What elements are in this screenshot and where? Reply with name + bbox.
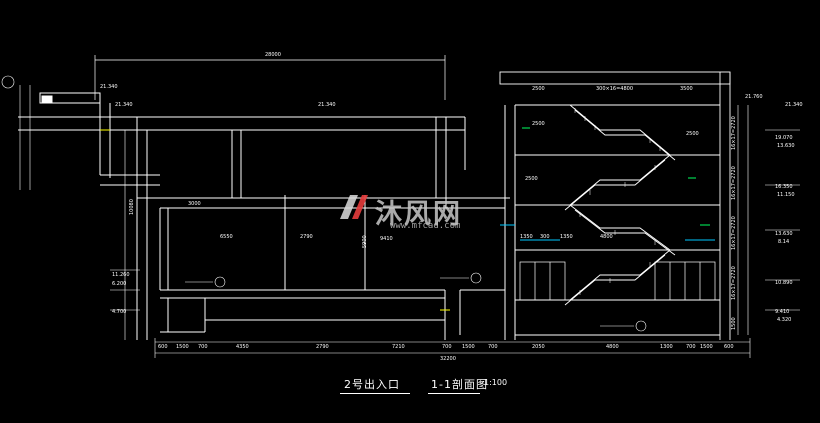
bottom-dim-2: 1500 (176, 344, 189, 350)
top-dimension (94, 55, 446, 100)
bottom-dim-14: 1500 (700, 344, 713, 350)
bottom-dim-8: 1500 (462, 344, 475, 350)
lvl-left-3: 21.340 (318, 102, 336, 108)
bottom-dim-5: 2790 (316, 344, 329, 350)
right-h2: 16×17=2720 (731, 166, 737, 200)
stair-treads (574, 108, 661, 295)
lvl-left-6: 4.700 (112, 309, 126, 315)
lvl-left-1: 21.340 (100, 84, 118, 90)
lvl-right-8: 8.14 (778, 239, 789, 245)
lvl-right-5: 16.350 (775, 184, 793, 190)
right-h4: 16×17=2720 (731, 266, 737, 300)
title-underline (340, 393, 410, 394)
bottom-dim-6: 7210 (392, 344, 405, 350)
cyan-marks (500, 224, 715, 241)
stair-l3: 3500 (680, 86, 693, 92)
lvl-right-11: 4.320 (777, 317, 791, 323)
section-view-label: 1-1剖面图 (431, 378, 488, 391)
left-height: 10080 (129, 199, 135, 215)
stair-l8: 300 (540, 234, 550, 240)
span-d: 9410 (380, 236, 393, 242)
lvl-right-1: 21.760 (745, 94, 763, 100)
bottom-dimension-chain (154, 338, 751, 358)
span-c: 2790 (300, 234, 313, 240)
bottom-dim-1: 600 (158, 344, 168, 350)
lvl-right-4: 13.630 (777, 143, 795, 149)
green-marks (522, 127, 710, 226)
stair-l1: 2500 (532, 86, 545, 92)
left-level-markers (1, 75, 140, 340)
doors (519, 261, 716, 301)
mid-height: 5900 (362, 235, 368, 248)
top-dimension-text: 28000 (265, 52, 281, 58)
structure-walls (100, 105, 516, 340)
right-h5: 1500 (731, 317, 737, 330)
bottom-dim-4: 4350 (236, 344, 249, 350)
bottom-dim-15: 600 (724, 344, 734, 350)
bottom-dim-12: 1300 (660, 344, 673, 350)
right-h3: 16×17=2720 (731, 216, 737, 250)
level-texts: 21.340 21.340 21.340 11.260 6.200 4.700 … (100, 84, 803, 323)
bottom-dim-13: 700 (686, 344, 696, 350)
lvl-right-10: 9.410 (775, 309, 789, 315)
lvl-right-6: 11.150 (777, 192, 795, 198)
lvl-left-5: 6.200 (112, 281, 126, 287)
view-underline (428, 393, 480, 394)
stair-l6: 2500 (525, 176, 538, 182)
stair-l7: 1350 (520, 234, 533, 240)
bottom-dim-9: 700 (488, 344, 498, 350)
drawing-title: 2号出入口 (344, 378, 400, 391)
watermark-text: 沐风网 (375, 199, 462, 230)
bottom-dim-3: 700 (198, 344, 208, 350)
watermark-logo-icon (340, 195, 368, 219)
span-a: 3000 (188, 201, 201, 207)
stair-l10: 4800 (600, 234, 613, 240)
stair-l4: 2500 (532, 121, 545, 127)
bottom-dim-11: 4800 (606, 344, 619, 350)
yellow-marks (100, 129, 450, 311)
lvl-left-4: 11.260 (112, 272, 130, 278)
right-level-markers (737, 105, 800, 335)
right-h1: 16×17=2720 (731, 116, 737, 150)
lvl-left-2: 21.340 (115, 102, 133, 108)
lvl-right-7: 13.630 (775, 231, 793, 237)
span-b: 6550 (220, 234, 233, 240)
bottom-dim-10: 2050 (532, 344, 545, 350)
callouts (185, 272, 647, 332)
stair-l5: 2500 (686, 131, 699, 137)
stair-l9: 1350 (560, 234, 573, 240)
stair-l2: 300×16=4800 (596, 86, 633, 92)
watermark-url: www.mfcad.com (390, 221, 461, 231)
dimension-texts: 600 1500 700 4350 2790 7210 700 1500 700… (129, 86, 737, 362)
lvl-right-3: 19.070 (775, 135, 793, 141)
lvl-right-2: 21.340 (785, 102, 803, 108)
scale-label: 1:100 (484, 378, 508, 387)
bottom-dim-7: 700 (442, 344, 452, 350)
bottom-overall: 32200 (440, 356, 456, 362)
lvl-right-9: 10.890 (775, 280, 793, 286)
